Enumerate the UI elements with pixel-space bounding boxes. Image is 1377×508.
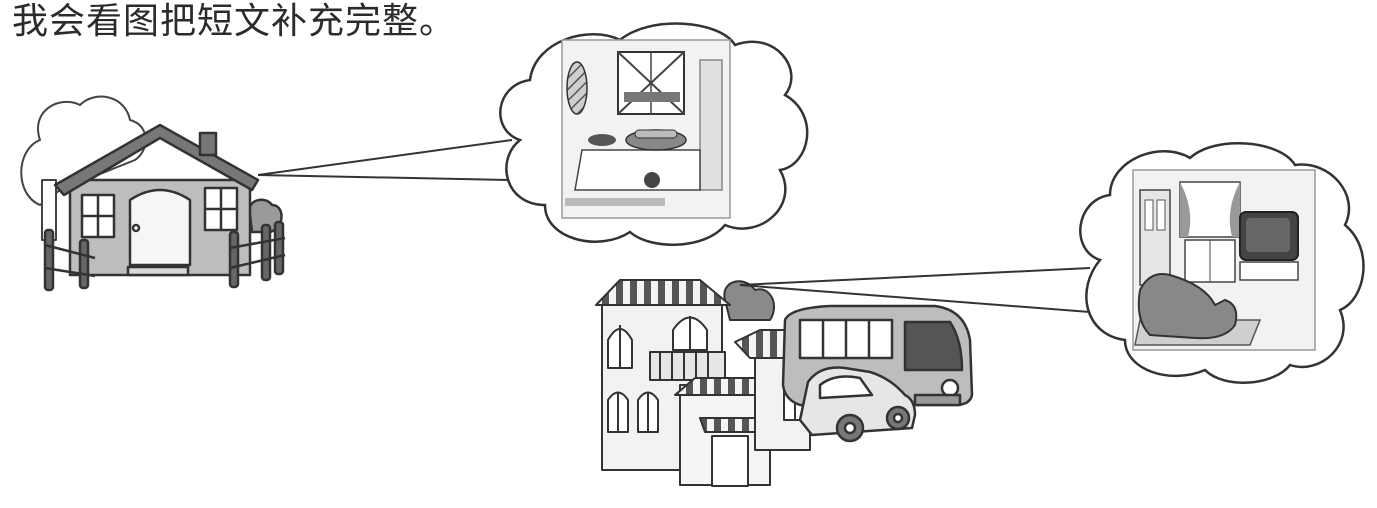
pointer-line-kitchen — [257, 139, 513, 181]
living-room-thought-bubble-icon — [1079, 142, 1365, 384]
townhouse-icon — [595, 279, 819, 487]
pointer-line-living-room — [739, 267, 1091, 313]
car-icon — [798, 366, 917, 443]
kitchen-thought-bubble-icon — [499, 22, 809, 246]
instruction-text: 我会看图把短文补充完整。 — [12, 1, 457, 42]
house-icon — [20, 95, 286, 292]
